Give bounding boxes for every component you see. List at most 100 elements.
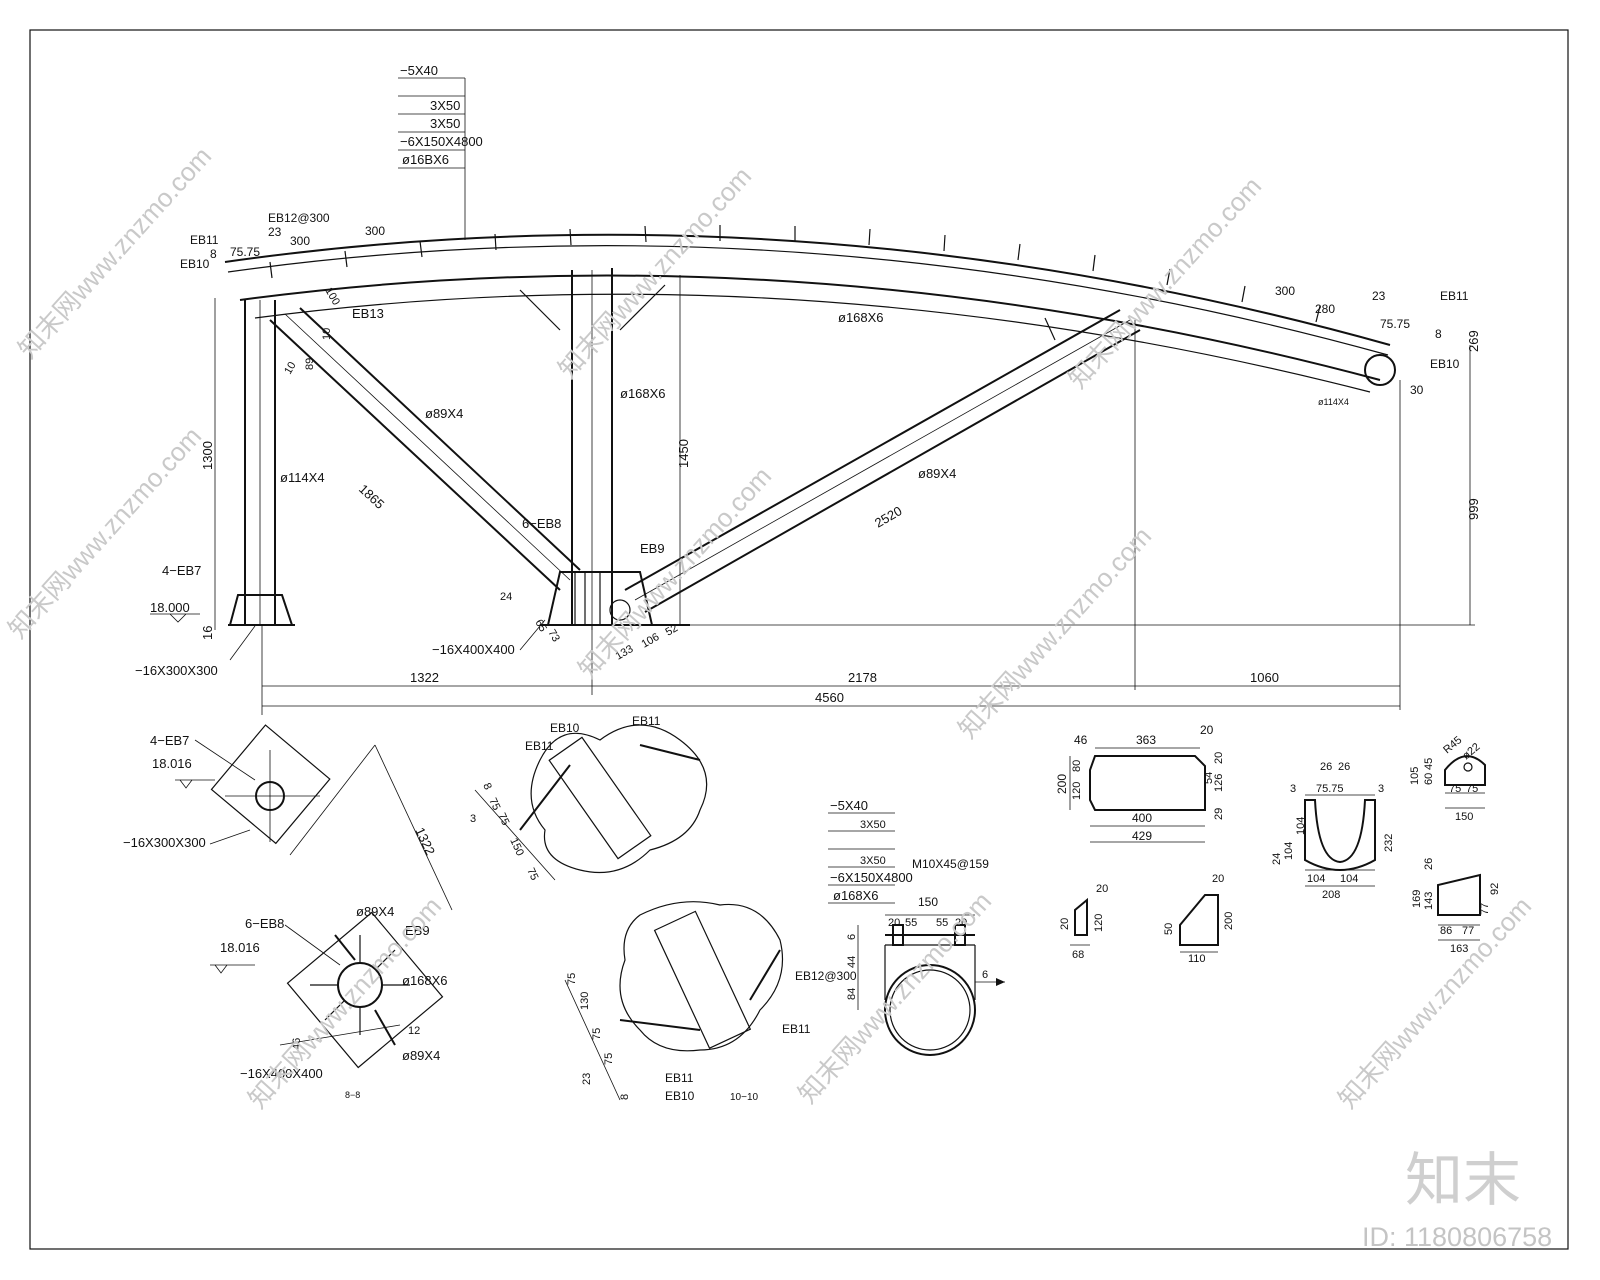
dim-purlin-6b: 6 xyxy=(982,969,988,981)
detail-10-10: 75 130 75 75 23 8 EB11 EB11 EB10 10−10 xyxy=(564,901,811,1103)
gusset-diag xyxy=(1044,317,1056,341)
dim-52: 52 xyxy=(664,622,681,639)
plate-f-detail: 26 169 143 77 92 86 77 163 xyxy=(1411,858,1501,955)
dim-24: 24 xyxy=(500,591,512,603)
label-plate-7: −16X300X300 xyxy=(123,835,206,850)
label-300-b: 300 xyxy=(365,224,385,238)
eb7-leader xyxy=(194,739,256,781)
label-left-diag: ø89X4 xyxy=(425,406,463,421)
dim-1322-detail: 1322 xyxy=(412,825,438,858)
dim-12: 12 xyxy=(408,1025,420,1037)
plate-leader xyxy=(229,625,256,661)
top-chord-lower-1 xyxy=(239,274,1381,381)
plate-f-86: 86 xyxy=(1440,925,1452,937)
left-base-plate xyxy=(228,594,294,626)
plate-e-105: 105 xyxy=(1409,767,1421,785)
label-8-right: 8 xyxy=(1435,327,1442,341)
label-eb9-detail: EB9 xyxy=(405,923,430,938)
plate-e-45: 45 xyxy=(1423,758,1435,770)
plate-c-110: 110 xyxy=(1188,953,1206,965)
detail-7-7: 4−EB7 18.016 −16X300X300 1322 xyxy=(123,724,453,911)
callout-line-1: −5X40 xyxy=(400,63,438,78)
main-dimensions: 1300 1450 999 269 1865 2520 1322 2178 10… xyxy=(200,286,1481,706)
plate-d-24: 24 xyxy=(1271,853,1283,865)
label-plate-8: −16X400X400 xyxy=(240,1066,323,1081)
plate-a-46: 46 xyxy=(1074,733,1088,747)
watermark-6: 知末网www.znzmo.com xyxy=(952,521,1157,744)
label-eb13: EB13 xyxy=(352,306,384,321)
label-8-left: 8 xyxy=(210,247,217,261)
label-eb11-right: EB11 xyxy=(1440,289,1469,303)
label-plate-left: −16X300X300 xyxy=(135,663,218,678)
label-pipe-8-b: ø168X6 xyxy=(402,973,448,988)
dim-9-75b: 75 xyxy=(495,811,511,827)
left-end-labels: EB11 EB10 EB12@300 75.75 300 300 23 8 xyxy=(180,211,385,271)
label-eb12: EB12@300 xyxy=(268,211,330,225)
plate-d-3b: 3 xyxy=(1378,783,1384,795)
gusset-left xyxy=(519,289,561,331)
label-eb11-10a: EB11 xyxy=(782,1022,811,1036)
section-arrow-head xyxy=(996,978,1005,986)
watermark-2: 知末网www.znzmo.com xyxy=(552,161,757,384)
plate-e-75a: 75 xyxy=(1449,783,1461,795)
plate-a-200: 200 xyxy=(1055,774,1069,794)
member-labels: ø168X6 ø168X6 ø114X4 ø89X4 ø89X4 EB13 EB… xyxy=(135,306,956,678)
dim-73: 73 xyxy=(545,628,562,645)
base-plate-8 xyxy=(286,911,444,1069)
image-id: ID: 1180806758 xyxy=(1362,1222,1552,1252)
purlin-line-5: ø168X6 xyxy=(833,888,879,903)
callout-line-2: 3X50 xyxy=(430,98,460,113)
plate-f-outline xyxy=(1437,873,1481,916)
callout-line-4: −6X150X4800 xyxy=(400,134,483,149)
label-right-diag: ø89X4 xyxy=(918,466,956,481)
plate-c-detail: 20 50 200 110 xyxy=(1163,873,1235,965)
label-30-right: 30 xyxy=(1410,383,1424,397)
dim-line-7b xyxy=(374,744,453,911)
detail-9-9: EB10 EB11 EB11 8 75 75 150 75 3 xyxy=(470,714,708,882)
dim-16: 16 xyxy=(200,626,215,640)
dim-purlin-20b: 20 xyxy=(955,917,967,929)
plate-e-hole xyxy=(1463,762,1473,772)
plate-f-77: 77 xyxy=(1479,903,1491,915)
plate-f-143: 143 xyxy=(1423,892,1435,910)
right-diagonal-axis xyxy=(634,319,1131,601)
plate-a-126: 126 xyxy=(1213,774,1225,792)
dim-purlin-84: 84 xyxy=(846,988,858,1000)
dim-10-75a: 75 xyxy=(566,973,578,985)
label-300-a: 300 xyxy=(290,234,310,248)
bolt-10-b xyxy=(749,949,781,1001)
left-diagonal-a xyxy=(269,319,561,591)
plate-c-200: 200 xyxy=(1223,912,1235,930)
plate-e-outline xyxy=(1444,755,1486,786)
chord-pipe-inner xyxy=(889,969,971,1051)
bolt-9-b xyxy=(639,744,701,761)
plate-a-detail: 46 363 20 200 120 80 126 54 20 29 400 42… xyxy=(1055,723,1225,843)
elev-7-marker xyxy=(179,779,193,789)
plate-d-outline xyxy=(1304,799,1376,871)
bolt-left xyxy=(892,924,904,946)
plate-e-detail: 105 45 60 R45 ø22 75 75 150 xyxy=(1409,734,1486,823)
dim-1322: 1322 xyxy=(410,670,439,685)
plate-d-104a: 104 xyxy=(1283,842,1295,860)
label-eb11-left: EB11 xyxy=(190,233,219,247)
plate-a-54: 54 xyxy=(1203,772,1215,784)
dim-purlin-55a: 55 xyxy=(905,917,917,929)
label-pipe-8-a: ø89X4 xyxy=(356,904,394,919)
label-elevation: 18.000 xyxy=(150,600,190,615)
label-eb10-left: EB10 xyxy=(180,257,210,271)
callout-line-3: 3X50 xyxy=(430,116,460,131)
right-diagonal-a xyxy=(624,309,1121,591)
plate-a-29: 29 xyxy=(1213,808,1225,820)
dim-purlin-55b: 55 xyxy=(936,917,948,929)
plate-d-26b: 26 xyxy=(1338,761,1350,773)
dim-1060: 1060 xyxy=(1250,670,1279,685)
label-eb10-10: EB10 xyxy=(665,1089,695,1103)
label-mid-post: ø168X6 xyxy=(620,386,666,401)
chord-pipe-section xyxy=(884,964,976,1056)
label-eb10-right: EB10 xyxy=(1430,357,1460,371)
plate-7-leader xyxy=(209,829,251,845)
dim-purlin-150: 150 xyxy=(918,895,938,909)
plate-f-26: 26 xyxy=(1423,858,1435,870)
right-end-labels: 300 280 23 EB11 75.75 8 EB10 30 ø114X4 xyxy=(1275,284,1469,407)
label-23-left: 23 xyxy=(268,225,282,239)
